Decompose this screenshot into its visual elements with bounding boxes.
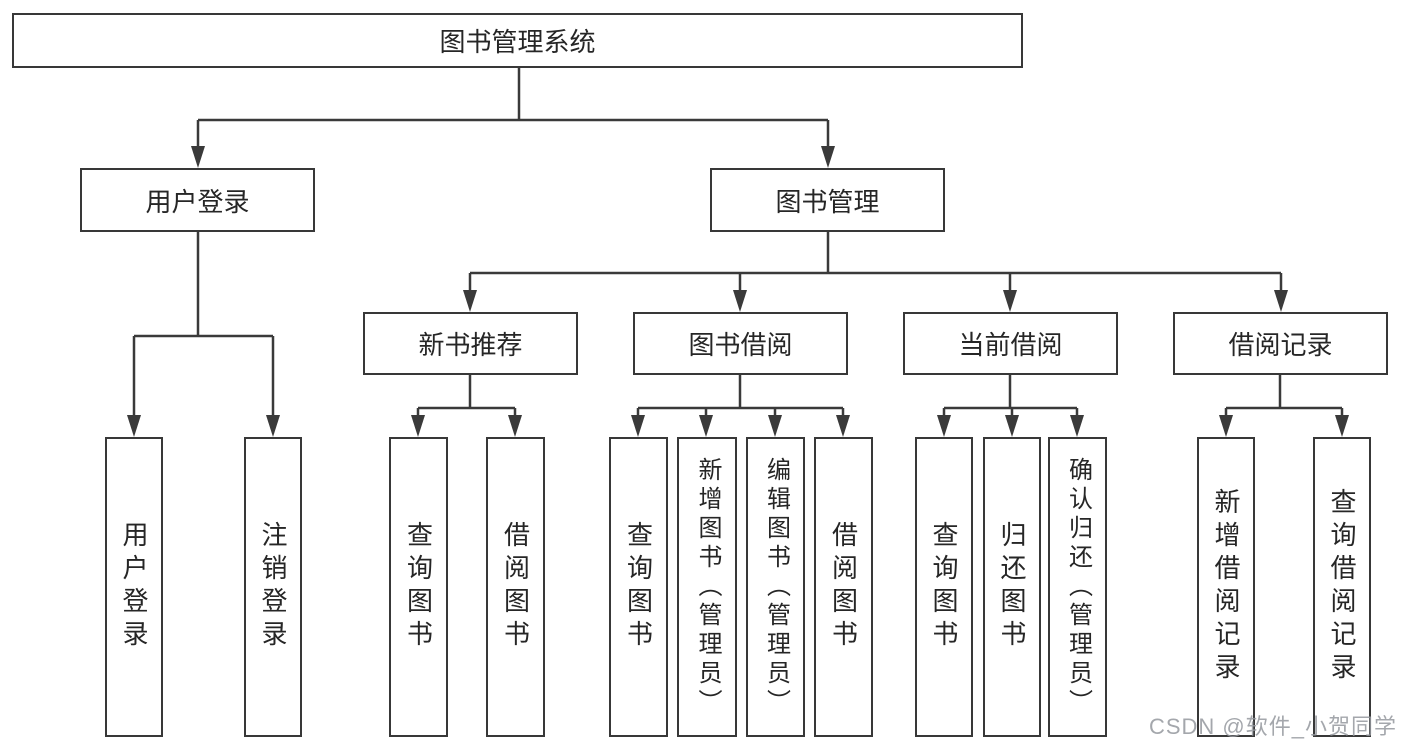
node-label: 借阅图书 bbox=[828, 521, 859, 653]
node-new-book-recommend: 新书推荐 bbox=[363, 312, 578, 375]
connector-current-to-leaves bbox=[937, 375, 1084, 437]
connector-login-to-leaves bbox=[127, 232, 280, 437]
node-label: 新书推荐 bbox=[418, 330, 523, 360]
node-label: 编辑图书（管理员） bbox=[762, 456, 790, 718]
leaf-records-query-record: 查询借阅记录 bbox=[1313, 437, 1371, 737]
node-label: 新增借阅记录 bbox=[1211, 488, 1241, 686]
leaf-current-query-books: 查询图书 bbox=[915, 437, 973, 737]
node-label: 当前借阅 bbox=[958, 330, 1063, 360]
leaf-current-confirm-return-admin: 确认归还（管理员） bbox=[1048, 437, 1107, 737]
node-current-borrow: 当前借阅 bbox=[903, 312, 1118, 375]
node-book-borrow: 图书借阅 bbox=[633, 312, 848, 375]
node-label: 查询图书 bbox=[929, 521, 959, 653]
node-label: 确认归还（管理员） bbox=[1064, 456, 1092, 718]
node-label: 借阅图书 bbox=[500, 521, 531, 653]
leaf-newbook-borrow-books: 借阅图书 bbox=[486, 437, 545, 737]
leaf-borrow-query-books: 查询图书 bbox=[609, 437, 668, 737]
node-label: 用户登录 bbox=[145, 186, 250, 217]
node-borrow-records: 借阅记录 bbox=[1173, 312, 1388, 375]
node-label: 查询图书 bbox=[403, 521, 434, 653]
leaf-newbook-query-books: 查询图书 bbox=[389, 437, 448, 737]
node-label: 查询借阅记录 bbox=[1327, 488, 1357, 686]
leaf-user-login: 用户登录 bbox=[105, 437, 163, 737]
leaf-current-return-books: 归还图书 bbox=[983, 437, 1041, 737]
connector-newbook-to-leaves bbox=[411, 375, 522, 437]
node-label: 归还图书 bbox=[997, 521, 1027, 653]
csdn-watermark: CSDN @软件_小贺同学 bbox=[1148, 714, 1397, 739]
connector-root-to-level2 bbox=[191, 68, 835, 168]
connector-records-to-leaves bbox=[1219, 375, 1349, 437]
node-label: 图书管理 bbox=[775, 186, 880, 217]
node-user-login-branch: 用户登录 bbox=[80, 168, 315, 232]
leaf-borrow-borrow-books: 借阅图书 bbox=[814, 437, 873, 737]
leaf-records-add-record: 新增借阅记录 bbox=[1197, 437, 1255, 737]
node-label: 借阅记录 bbox=[1228, 330, 1333, 360]
node-root: 图书管理系统 bbox=[12, 13, 1023, 68]
node-label: 图书管理系统 bbox=[439, 27, 596, 57]
node-label: 查询图书 bbox=[623, 521, 654, 653]
leaf-logout: 注销登录 bbox=[244, 437, 302, 737]
node-label: 注销登录 bbox=[258, 521, 288, 653]
connector-mgmt-to-level3 bbox=[463, 232, 1288, 312]
node-label: 用户登录 bbox=[119, 521, 149, 653]
node-label: 新增图书（管理员） bbox=[694, 456, 721, 718]
connector-borrow-to-leaves bbox=[631, 375, 850, 437]
node-book-management: 图书管理 bbox=[710, 168, 945, 232]
leaf-borrow-edit-books-admin: 编辑图书（管理员） bbox=[746, 437, 805, 737]
node-label: 图书借阅 bbox=[688, 330, 793, 360]
leaf-borrow-add-books-admin: 新增图书（管理员） bbox=[677, 437, 737, 737]
